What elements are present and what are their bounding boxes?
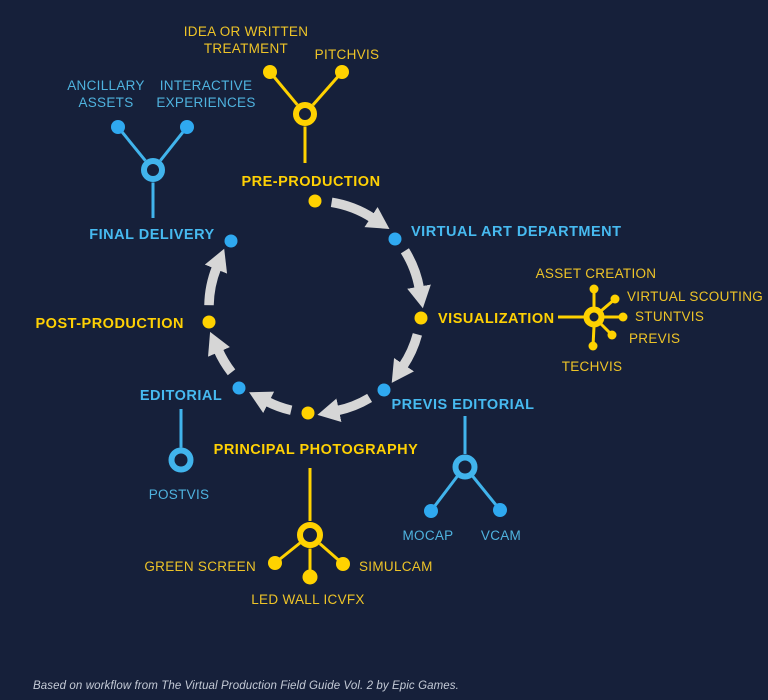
cycle-arrows (204, 197, 431, 423)
spoke-interactive (159, 126, 189, 162)
label-ancillary-line2: ASSETS (78, 95, 133, 110)
satellite-dot-techvis (588, 341, 598, 351)
spoke-vcam (471, 475, 502, 511)
cluster-final-delivery: ANCILLARY ASSETS INTERACTIVE EXPERIENCES (67, 78, 255, 218)
satellite-dot-idea (263, 65, 277, 79)
label-interactive-line1: INTERACTIVE (160, 78, 253, 93)
cluster-principal-photography: GREEN SCREEN LED WALL ICVFX SIMULCAM (144, 468, 432, 607)
satellite-dot-asset-creation (589, 284, 599, 294)
label-final-delivery: FINAL DELIVERY (89, 227, 214, 243)
satellite-dot-stuntvis (618, 312, 628, 322)
stage-labels: PRE-PRODUCTION VIRTUAL ART DEPARTMENT VI… (36, 174, 622, 458)
hub-editorial (168, 447, 194, 473)
label-pre-production: PRE-PRODUCTION (241, 174, 380, 190)
spoke-mocap (429, 475, 459, 512)
spoke-ancillary (116, 126, 147, 162)
spoke-pitchvis (311, 71, 344, 106)
node-editorial (232, 381, 246, 395)
satellite-dot-ancillary (111, 120, 125, 134)
node-previs-editorial (377, 383, 391, 397)
arrow-post-production-to-final-delivery (204, 248, 228, 306)
arrow-previs-editorial-to-principal-photography (317, 393, 373, 423)
hub-previs-editorial (452, 454, 478, 480)
node-final-delivery (224, 234, 238, 248)
arrow-visualization-to-previs-editorial (391, 333, 422, 383)
spoke-idea (268, 71, 299, 106)
cluster-pre-production: IDEA OR WRITTEN TREATMENT PITCHVIS (184, 24, 380, 163)
satellite-dot-previs (607, 330, 617, 340)
label-previs-editorial: PREVIS EDITORIAL (391, 397, 534, 413)
label-virtual-art-department: VIRTUAL ART DEPARTMENT (411, 224, 622, 240)
label-interactive-line2: EXPERIENCES (156, 95, 255, 110)
label-vcam: VCAM (481, 528, 521, 543)
arrow-pre-production-to-virtual-art-department (330, 197, 390, 229)
satellite-dot-simulcam (336, 557, 350, 571)
label-editorial: EDITORIAL (140, 388, 222, 404)
hub-principal-photography (297, 522, 323, 548)
hub-visualization (583, 306, 605, 328)
label-idea-line1: IDEA OR WRITTEN (184, 24, 309, 39)
label-visualization: VISUALIZATION (438, 311, 555, 327)
satellite-dot-interactive (180, 120, 194, 134)
satellite-dot-mocap (424, 504, 438, 518)
arrow-principal-photography-to-editorial (249, 391, 293, 415)
label-previs: PREVIS (629, 331, 680, 346)
label-ancillary-line1: ANCILLARY (67, 78, 144, 93)
arrow-virtual-art-department-to-visualization (400, 248, 431, 309)
cluster-visualization: ASSET CREATION VIRTUAL SCOUTING STUNTVIS… (536, 266, 763, 374)
label-green-screen: GREEN SCREEN (144, 559, 256, 574)
cluster-editorial: POSTVIS (149, 409, 210, 502)
label-asset-creation: ASSET CREATION (536, 266, 657, 281)
node-principal-photography (301, 406, 315, 420)
node-pre-production (308, 194, 322, 208)
label-principal-photography: PRINCIPAL PHOTOGRAPHY (214, 442, 419, 458)
label-mocap: MOCAP (402, 528, 453, 543)
cycle-nodes (202, 194, 428, 420)
satellite-dot-led-wall (302, 569, 318, 585)
satellite-dot-vcam (493, 503, 507, 517)
hub-pre-production (293, 102, 317, 126)
label-post-production: POST-PRODUCTION (36, 316, 184, 332)
hub-final-delivery (141, 158, 165, 182)
label-simulcam: SIMULCAM (359, 559, 433, 574)
node-post-production (202, 315, 216, 329)
label-techvis: TECHVIS (562, 359, 623, 374)
satellite-dot-green-screen (268, 556, 282, 570)
label-pitchvis: PITCHVIS (315, 47, 380, 62)
label-led-wall-icvfx: LED WALL ICVFX (251, 592, 364, 607)
cluster-previs-editorial: MOCAP VCAM (402, 416, 521, 543)
node-visualization (414, 311, 428, 325)
footer-credit: Based on workflow from The Virtual Produ… (33, 680, 459, 692)
label-virtual-scouting: VIRTUAL SCOUTING (627, 289, 763, 304)
label-postvis: POSTVIS (149, 487, 210, 502)
satellite-dot-pitchvis (335, 65, 349, 79)
satellite-dot-virtual-scouting (610, 294, 620, 304)
node-virtual-art-department (388, 232, 402, 246)
arrow-editorial-to-post-production (208, 331, 236, 376)
label-idea-line2: TREATMENT (204, 41, 288, 56)
label-stuntvis: STUNTVIS (635, 309, 704, 324)
